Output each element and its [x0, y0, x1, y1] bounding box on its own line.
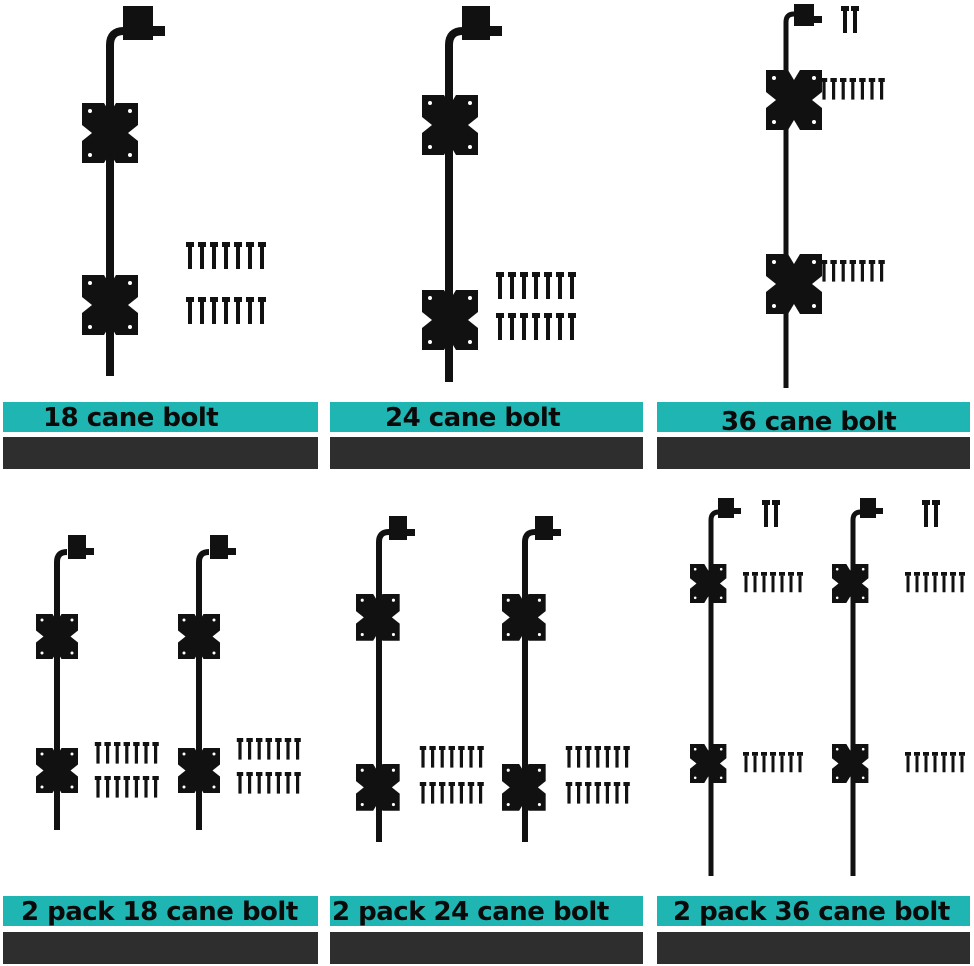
product-cell-18[interactable]: 18 cane bolt: [0, 0, 320, 472]
label-underbar: [330, 932, 643, 964]
label-underbar: [330, 437, 643, 469]
product-label: 2 pack 36 cane bolt: [673, 897, 950, 927]
product-label: 2 pack 24 cane bolt: [332, 897, 609, 927]
product-label-bar: 36 cane bolt: [657, 402, 970, 437]
cane-bolt-18-image: [82, 6, 320, 376]
product-label-bar: 24 cane bolt: [330, 402, 643, 433]
cane-bolt-2pack-18-image: [36, 535, 320, 830]
product-cell-2pack-24[interactable]: 2 pack 24 cane bolt: [325, 480, 647, 966]
product-label-bar: 2 pack 24 cane bolt: [330, 896, 643, 927]
label-underbar: [3, 437, 318, 469]
product-label-bar: 18 cane bolt: [3, 402, 318, 433]
label-underbar: [3, 932, 318, 964]
product-label-bar: 2 pack 36 cane bolt: [657, 896, 970, 927]
product-label: 36 cane bolt: [721, 407, 897, 437]
product-label-bar: 2 pack 18 cane bolt: [3, 896, 318, 927]
cane-bolt-24-image: [422, 6, 647, 382]
product-label: 24 cane bolt: [385, 403, 561, 433]
product-cell-36[interactable]: 36 cane bolt: [652, 0, 974, 472]
product-cell-24[interactable]: 24 cane bolt: [325, 0, 647, 472]
product-cell-2pack-18[interactable]: 2 pack 18 cane bolt: [0, 480, 320, 966]
label-underbar: [657, 932, 970, 964]
cane-bolt-2pack-36-image: [690, 498, 974, 876]
cane-bolt-2pack-24-image: [356, 516, 647, 842]
product-label: 2 pack 18 cane bolt: [21, 897, 298, 927]
product-cell-2pack-36[interactable]: 2 pack 36 cane bolt: [652, 480, 974, 966]
label-underbar: [657, 437, 970, 469]
product-label: 18 cane bolt: [43, 403, 219, 433]
cane-bolt-36-image: [766, 4, 974, 388]
